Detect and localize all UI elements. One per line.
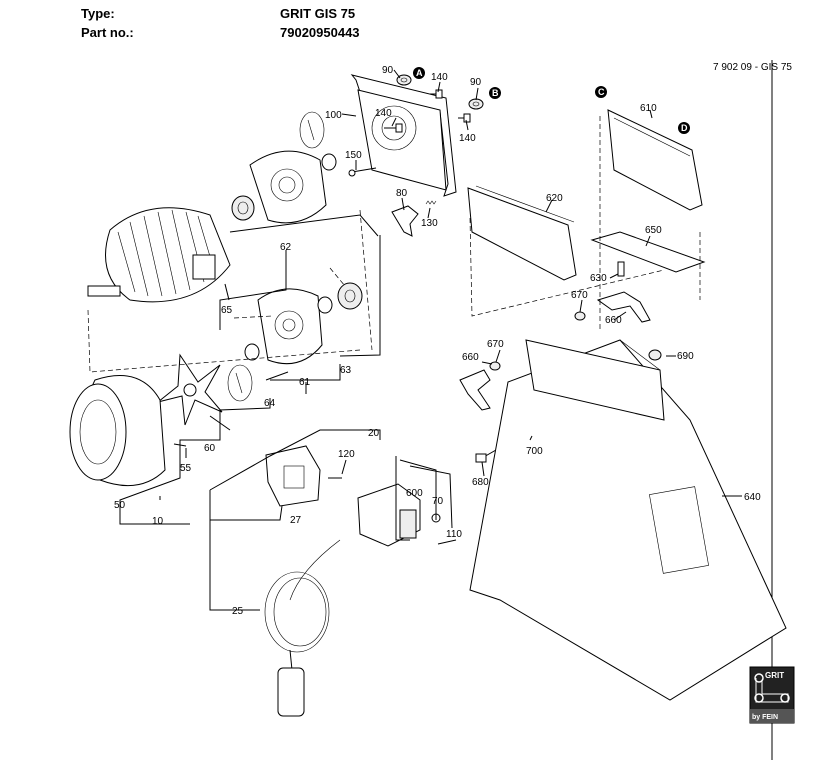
fan-60	[157, 353, 223, 426]
callout-d: D	[678, 122, 690, 134]
part-label-63: 63	[340, 365, 352, 376]
spring-clip-bottom	[227, 364, 253, 402]
guard-plate-610	[607, 109, 703, 211]
part-label-25: 25	[232, 606, 244, 617]
ring-front	[321, 153, 337, 171]
washer-90-a	[396, 74, 412, 86]
assembly-dash-lines	[87, 116, 701, 373]
nut-690	[648, 349, 662, 361]
type-label: Type:	[81, 6, 115, 21]
part-label-620: 620	[546, 193, 563, 204]
svg-text:C: C	[598, 87, 605, 97]
washer-90-b	[468, 98, 484, 110]
part-label-61: 61	[299, 377, 311, 388]
part-label-680: 680	[472, 477, 489, 488]
washer-670-a	[574, 311, 586, 321]
part-label-140a: 140	[431, 72, 448, 83]
spring-clip-top	[299, 111, 325, 149]
drawing-id: 7 902 09 - GIS 75	[713, 62, 792, 73]
switch-600	[357, 483, 421, 547]
svg-text:B: B	[492, 88, 499, 98]
part-label-630: 630	[590, 273, 607, 284]
part-label-600: 600	[406, 488, 423, 499]
end-shield-front	[249, 150, 327, 224]
ring-64	[244, 343, 260, 361]
part-label-80: 80	[396, 188, 408, 199]
mounting-plate	[350, 74, 457, 197]
part-label-27: 27	[290, 515, 302, 526]
part-label-64: 64	[264, 398, 276, 409]
part-label-650: 650	[645, 225, 662, 236]
part-label-100: 100	[325, 110, 342, 121]
part-label-640: 640	[744, 492, 761, 503]
part-label-90b: 90	[470, 77, 482, 88]
bearing-rear	[337, 282, 363, 310]
part-label-65: 65	[221, 305, 233, 316]
part-label-90a: 90	[382, 65, 394, 76]
screw-65	[224, 283, 230, 301]
svg-text:A: A	[416, 68, 423, 78]
callout-b: B	[489, 87, 501, 99]
lever-660-b	[459, 369, 491, 411]
plate-650	[590, 231, 706, 273]
part-label-150: 150	[345, 150, 362, 161]
ring-rear	[317, 296, 333, 314]
guard-620	[467, 185, 577, 281]
part-label-62: 62	[280, 242, 292, 253]
stand-640	[469, 339, 787, 701]
part-label-700: 700	[526, 446, 543, 457]
screw-110	[437, 539, 457, 545]
svg-text:D: D	[681, 123, 688, 133]
lever-660-a	[596, 291, 651, 323]
part-label-140c: 140	[459, 133, 476, 144]
part-label-110: 110	[446, 529, 462, 540]
part-label-140b: 140	[375, 108, 392, 119]
part-label-55: 55	[180, 463, 192, 474]
part-number-value: 79020950443	[280, 25, 360, 40]
part-label-20: 20	[368, 428, 380, 439]
screw-140-a	[430, 89, 443, 99]
grit-logo: GRIT by FEIN	[749, 666, 795, 724]
pin-630	[617, 261, 625, 277]
part-label-690: 690	[677, 351, 694, 362]
power-cable-25	[264, 539, 341, 717]
part-label-610: 610	[640, 103, 657, 114]
clamp-knob-80	[391, 205, 419, 237]
part-label-10: 10	[152, 516, 164, 527]
motor-stator	[87, 207, 231, 303]
washer-670-b	[489, 361, 501, 371]
part-label-660a: 660	[605, 315, 622, 326]
svg-text:GRIT: GRIT	[765, 671, 784, 680]
part-number-label: Part no.:	[81, 25, 134, 40]
part-label-670a: 670	[571, 290, 588, 301]
screw-61	[265, 371, 289, 381]
bearing-front	[231, 195, 255, 221]
end-shield-rear	[257, 288, 323, 365]
part-label-50: 50	[114, 500, 126, 511]
part-label-670b: 670	[487, 339, 504, 350]
terminal-box-27	[265, 445, 321, 507]
fan-cover-50	[69, 375, 166, 487]
screw-140-b	[384, 123, 403, 133]
part-label-120: 120	[338, 449, 355, 460]
part-label-130: 130	[421, 218, 438, 229]
spring-130	[425, 200, 437, 205]
callout-c: C	[595, 86, 607, 98]
svg-text:by FEIN: by FEIN	[752, 714, 778, 721]
callout-a: A	[413, 67, 425, 79]
leader-lines	[119, 69, 742, 611]
screw-150	[348, 167, 377, 177]
screw-140-c	[458, 113, 471, 123]
part-label-70: 70	[432, 496, 444, 507]
type-value: GRIT GIS 75	[280, 6, 356, 21]
part-label-660b: 660	[462, 352, 479, 363]
part-label-60: 60	[204, 443, 216, 454]
